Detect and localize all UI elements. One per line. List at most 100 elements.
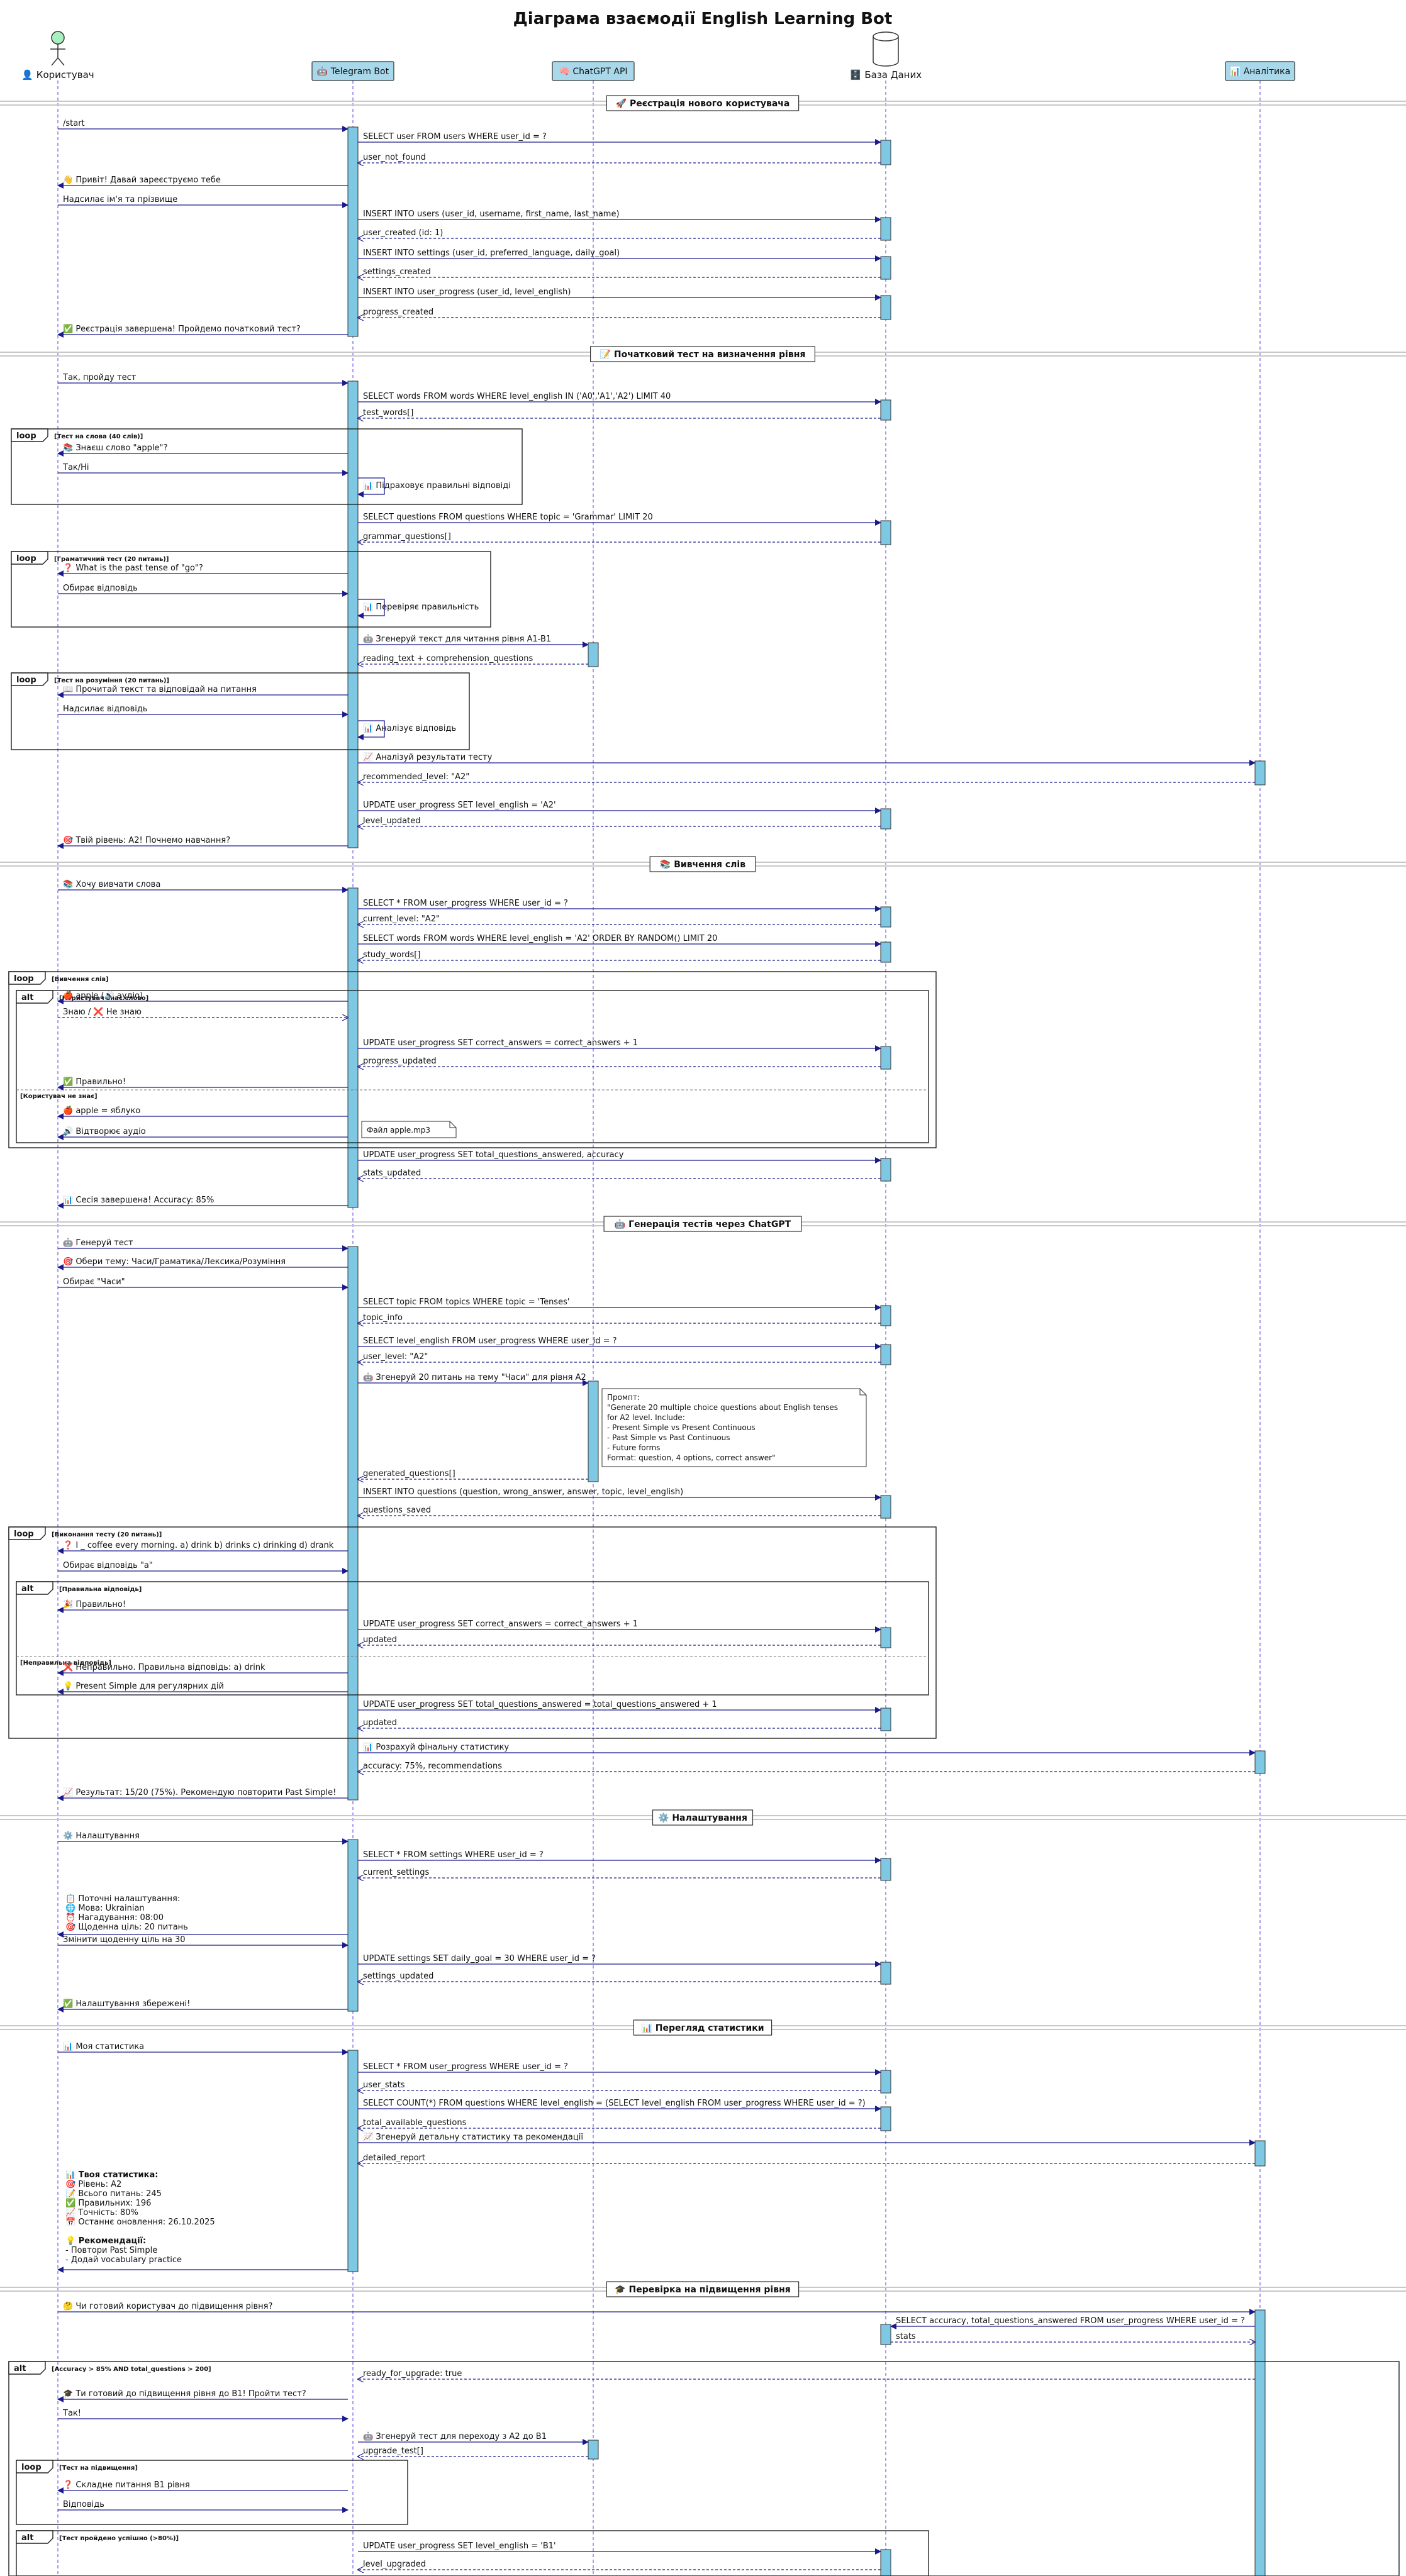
message-label: updated — [363, 1635, 397, 1645]
message-label: 🤖 Згенеруй 20 питань на тему "Часи" для … — [363, 1372, 586, 1382]
message-label: Знаю / ❌ Не знаю — [63, 1007, 142, 1017]
activation-bar — [880, 1495, 891, 1519]
message-label: 📊 Розрахуй фінальну статистику — [363, 1742, 509, 1752]
message-label: updated — [363, 1718, 397, 1728]
activation-bar — [880, 808, 891, 830]
message-label: SELECT user FROM users WHERE user_id = ? — [363, 132, 547, 142]
message-label: questions_saved — [363, 1506, 431, 1515]
message-label: 📚 Хочу вивчати слова — [63, 879, 160, 889]
note-line: Format: question, 4 options, correct ans… — [607, 1453, 776, 1462]
message-label: user_created (id: 1) — [363, 228, 443, 238]
fragment-keyword: loop — [16, 554, 36, 564]
stats-info-line: 📈 Точність: 80% — [65, 2207, 138, 2218]
actor-head-icon — [51, 31, 65, 45]
activation-bar — [880, 1627, 891, 1648]
fragment-guard: [Граматичний тест (20 питань)] — [54, 556, 169, 563]
activation-bar — [1254, 760, 1266, 786]
message-label: ✅ Реєстрація завершена! Пройдемо початко… — [63, 324, 301, 334]
self-message — [357, 477, 385, 497]
fragment-keyword: loop — [14, 1530, 34, 1539]
fragment-loop — [8, 1526, 937, 1739]
activation-bar — [880, 399, 891, 421]
section-title: 📚 Вивчення слів — [660, 859, 745, 870]
fragment-keyword: alt — [14, 2364, 26, 2373]
message-label: progress_created — [363, 308, 433, 317]
message-label: 📊 Моя статистика — [63, 2041, 144, 2051]
participant-label: 👤 Користувач — [21, 69, 94, 80]
message-label: 🍎 apple (🔊 аудіо) — [63, 990, 143, 1001]
activation-bar — [880, 1962, 891, 1985]
stats-info-line: 💡 Рекомендації: — [65, 2236, 146, 2246]
message-label: 🍎 apple = яблуко — [63, 1105, 140, 1116]
participant-label: 🗄️ База Даних — [850, 69, 922, 80]
stats-info-line: 📊 Твоя статистика: — [65, 2170, 158, 2180]
message-label: ✅ Налаштування збережені! — [63, 1999, 190, 2009]
message-label: test_words[] — [363, 408, 413, 418]
stats-info-line: - Додай vocabulary practice — [65, 2255, 182, 2265]
participant-db — [873, 31, 899, 67]
message-label: upgrade_test[] — [363, 2446, 423, 2456]
message-label: UPDATE user_progress SET total_questions… — [363, 1700, 717, 1709]
message-label: SELECT * FROM settings WHERE user_id = ? — [363, 1850, 544, 1860]
message-label: user_not_found — [363, 153, 426, 162]
message-label: 🤖 Згенеруй текст для читання рівня A1-B1 — [363, 634, 551, 644]
audio-file-note — [361, 1121, 457, 1138]
message-label: INSERT INTO user_progress (user_id, leve… — [363, 287, 571, 297]
fragment-loop — [11, 551, 491, 628]
message-label: INSERT INTO settings (user_id, preferred… — [363, 248, 620, 258]
fragment-alt — [16, 2530, 929, 2576]
fragment-guard: [Неправильна відповідь] — [20, 1660, 111, 1667]
activation-bar — [347, 2050, 359, 2272]
message-label: Надсилає ім'я та прізвище — [63, 195, 177, 204]
settings-info-line: 📋 Поточні налаштування: — [65, 1894, 180, 1904]
message-label: 📊 Аналізує відповідь — [363, 723, 456, 733]
fragment-guard: [Тест на підвищення] — [59, 2465, 138, 2472]
message-label: topic_info — [363, 1313, 403, 1323]
message-label: 🤖 Генеруй тест — [63, 1238, 133, 1248]
participant-an — [1225, 61, 1295, 81]
fragment-keyword: loop — [16, 675, 36, 685]
message-label: Так/Ні — [62, 463, 89, 472]
note-line: - Past Simple vs Past Continuous — [607, 1433, 730, 1442]
message-label: SELECT level_english FROM user_progress … — [363, 1336, 617, 1346]
fragment-keyword: loop — [14, 974, 34, 984]
message-label: 👋 Привіт! Давай зареєструємо тебе — [63, 175, 221, 185]
note-line: for A2 level. Include: — [607, 1413, 685, 1422]
message-label: ⚙️ Налаштування — [63, 1831, 140, 1841]
message-label: Змінити щоденну ціль на 30 — [63, 1935, 186, 1945]
message-label: Обирає відповідь — [63, 584, 138, 593]
note-line: - Future forms — [607, 1443, 660, 1452]
activation-bar — [1254, 2140, 1266, 2167]
message-label: ❌ Неправильно. Правильна відповідь: a) d… — [63, 1662, 265, 1672]
fragment-guard: [Правильна відповідь] — [59, 1586, 142, 1593]
message-label: INSERT INTO users (user_id, username, fi… — [363, 209, 620, 219]
note-line: - Present Simple vs Present Continuous — [607, 1423, 756, 1432]
message-label: user_level: "A2" — [363, 1352, 428, 1362]
message-label: current_settings — [363, 1868, 429, 1877]
message-label: SELECT topic FROM topics WHERE topic = '… — [363, 1297, 569, 1307]
message-label: 🎉 Правильно! — [63, 1599, 126, 1609]
settings-info-line: 🌐 Мова: Ukrainian — [65, 1903, 145, 1913]
activation-bar — [880, 2549, 891, 2576]
message-label: SELECT questions FROM questions WHERE to… — [363, 513, 653, 522]
stats-info-line: 📝 Всього питань: 245 — [65, 2189, 162, 2199]
activation-bar — [880, 520, 891, 545]
activation-bar — [880, 2324, 891, 2345]
activation-bar — [880, 1305, 891, 1326]
fragment-loop — [11, 428, 523, 505]
message-label: current_level: "A2" — [363, 914, 440, 924]
message-label: study_words[] — [363, 950, 420, 960]
message-label: SELECT * FROM user_progress WHERE user_i… — [363, 899, 568, 908]
message-label: Обирає відповідь "a" — [63, 1561, 153, 1570]
message-label: 📊 Сесія завершена! Accuracy: 85% — [63, 1195, 214, 1205]
fragment-alt — [8, 2361, 1400, 2576]
message-label: grammar_questions[] — [363, 532, 451, 541]
fragment-keyword: alt — [21, 993, 33, 1002]
message-label: 🎯 Твій рівень: A2! Почнемо навчання? — [63, 835, 230, 845]
fragment-keyword: loop — [16, 431, 36, 441]
fragment-loop — [11, 672, 470, 750]
activation-bar — [880, 1707, 891, 1731]
activation-bar — [347, 126, 359, 337]
message-label: 📖 Прочитай текст та відповідай на питанн… — [63, 685, 257, 694]
